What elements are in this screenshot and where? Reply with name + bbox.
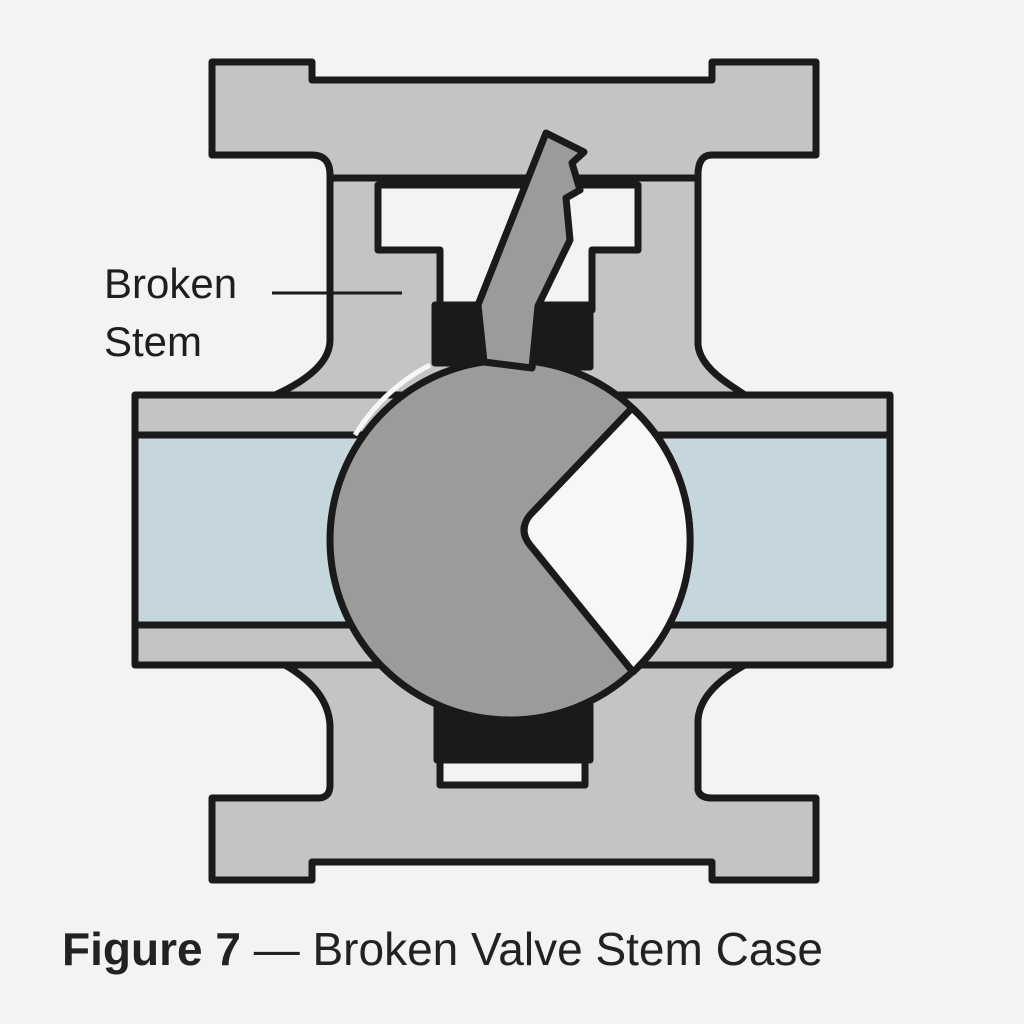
caption-title: Broken Valve Stem Case xyxy=(312,923,824,975)
figure-number: Figure 7 xyxy=(62,923,241,975)
upper-seat-right xyxy=(529,301,594,371)
broken-stem xyxy=(474,129,588,372)
lower-slot xyxy=(436,756,589,789)
upper-seat-left xyxy=(431,301,487,367)
callout-line-2: Stem xyxy=(104,318,203,365)
callout-line-1: Broken xyxy=(104,260,238,307)
caption-separator: — xyxy=(253,923,300,975)
ball-port xyxy=(520,404,694,676)
figure-caption: Figure 7 — Broken Valve Stem Case xyxy=(62,922,823,976)
callout-label: Broken Stem xyxy=(104,259,237,367)
